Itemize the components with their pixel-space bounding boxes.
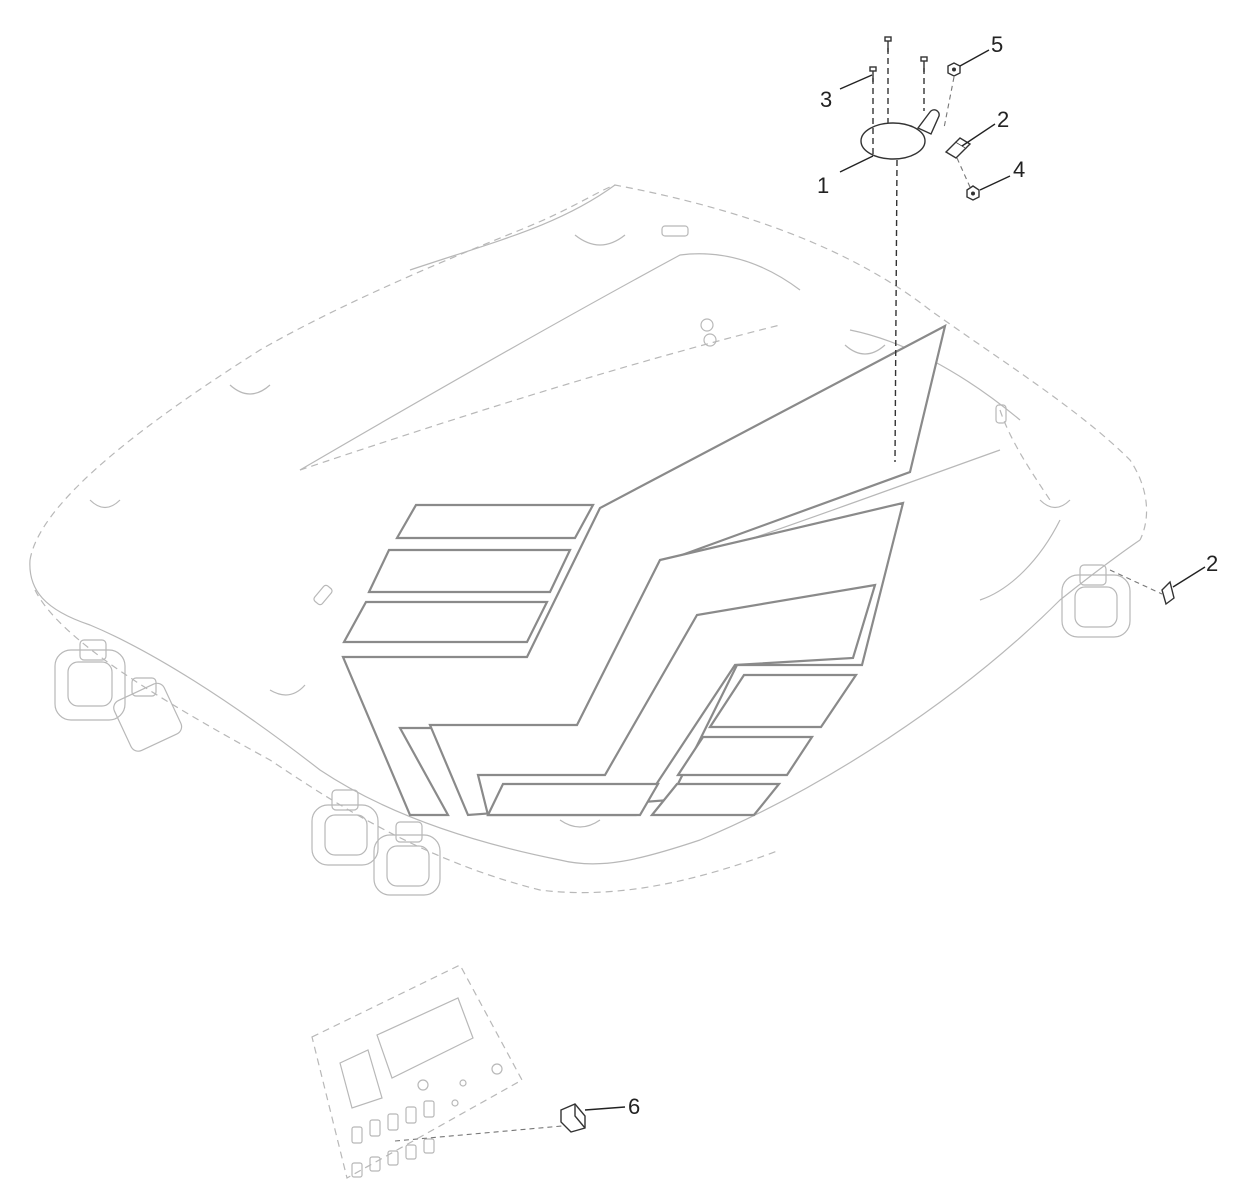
work-light-front-center-a [311, 789, 379, 866]
callout-3: 3 [820, 87, 832, 112]
work-light-front-left [54, 639, 126, 721]
machine-body-outline [29, 184, 1148, 894]
part-4-nut [966, 185, 980, 201]
callout-1: 1 [817, 173, 829, 198]
part-2-clip-right [1109, 569, 1175, 606]
work-light-bracket-left [113, 677, 183, 752]
part-1-disc-assembly [860, 48, 940, 463]
work-light-front-center-b [373, 821, 441, 896]
callout-labels: 1 2 2 3 4 5 6 [628, 32, 1218, 1119]
control-panel [311, 964, 523, 1179]
part-6-switch [394, 1103, 586, 1142]
part-2-clip-upper [944, 137, 972, 188]
callout-leaders [584, 49, 1206, 1111]
callout-5: 5 [991, 32, 1003, 57]
part-5-nut [943, 62, 961, 129]
callout-4: 4 [1013, 157, 1025, 182]
work-light-right [1061, 564, 1131, 638]
callout-6: 6 [628, 1094, 640, 1119]
callout-2-right: 2 [1206, 551, 1218, 576]
roof-decal [341, 323, 947, 817]
part-3-screws [869, 36, 928, 82]
callout-2-upper: 2 [997, 107, 1009, 132]
